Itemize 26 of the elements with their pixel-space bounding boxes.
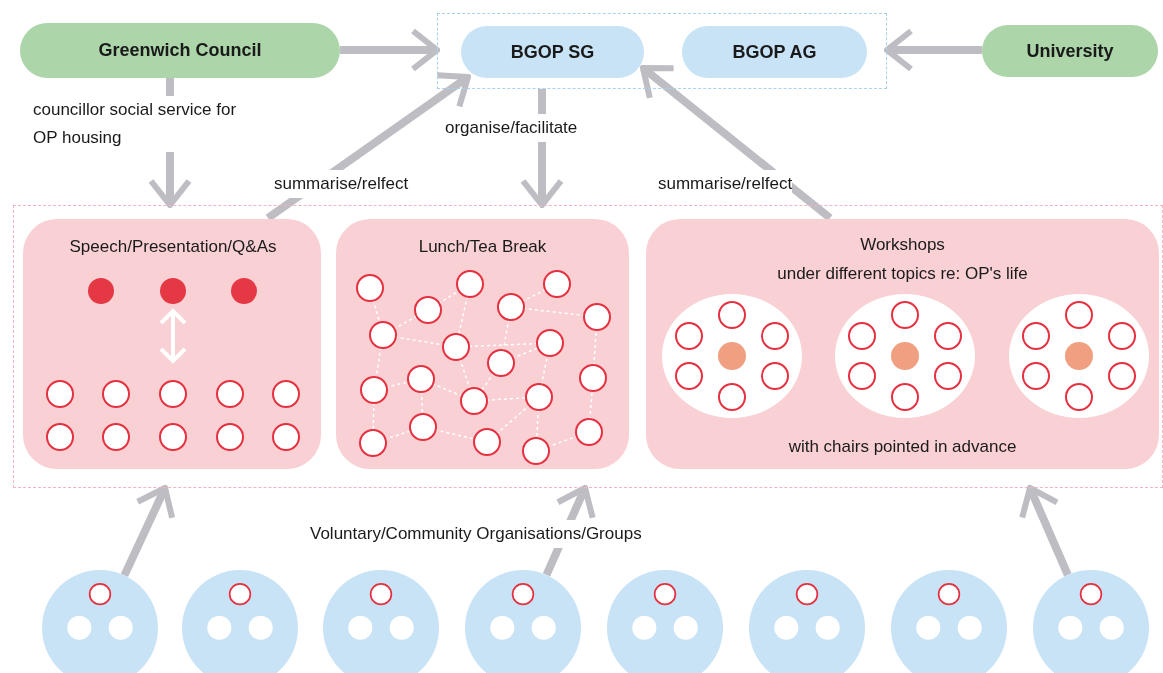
edge-label: summarise/relfect	[274, 170, 409, 198]
activity-panel	[646, 219, 1159, 469]
organisation-pill	[20, 23, 340, 78]
node-label: University	[1026, 40, 1114, 62]
group-caption: Voluntary/Community Organisations/Groups	[310, 520, 642, 548]
panel-title: Speech/Presentation/Q&As	[68, 237, 278, 257]
arrow	[1019, 485, 1072, 577]
node-label: BGOP SG	[510, 41, 595, 63]
group-frame	[13, 205, 1163, 488]
arrow	[884, 28, 982, 72]
arrow	[120, 485, 176, 578]
organisation-pill	[682, 26, 867, 78]
organisation-pill	[982, 25, 1158, 77]
arrow	[340, 28, 440, 72]
panel-title: Lunch/Tea Break	[417, 237, 548, 257]
edge-label: organise/facilitate	[445, 114, 578, 142]
group-frame	[437, 13, 887, 89]
organisation-pill	[461, 26, 644, 78]
activity-panel	[336, 219, 629, 469]
panel-subtitle: under different topics re: OP's life	[776, 264, 1029, 284]
activity-panel	[23, 219, 321, 469]
node-label: Greenwich Council	[98, 40, 262, 61]
node-label: BGOP AG	[732, 41, 817, 63]
arrow	[640, 64, 833, 222]
panel-note: with chairs pointed in advance	[787, 437, 1018, 457]
panel-title: Workshops	[859, 235, 946, 255]
